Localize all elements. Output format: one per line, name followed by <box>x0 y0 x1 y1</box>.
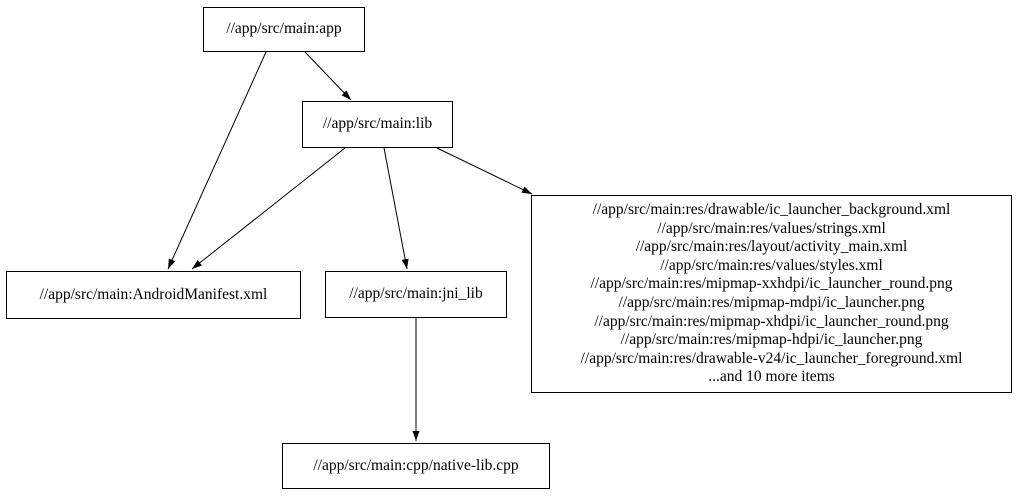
edge-lib-to-jni-lib <box>383 147 409 270</box>
node-native-lib-cpp: //app/src/main:cpp/native-lib.cpp <box>282 443 550 489</box>
node-res-files-group: //app/src/main:res/drawable/ic_launcher_… <box>531 195 1012 393</box>
node-lib: //app/src/main:lib <box>302 101 453 148</box>
edge-lib-to-manifest <box>191 147 346 270</box>
node-jni-lib: //app/src/main:jni_lib <box>325 271 507 318</box>
node-android-manifest: //app/src/main:AndroidManifest.xml <box>6 271 301 319</box>
edge-app-to-manifest <box>167 51 267 270</box>
node-app: //app/src/main:app <box>203 7 365 52</box>
edge-app-to-lib <box>304 51 352 101</box>
edge-lib-to-res-files <box>436 147 533 195</box>
